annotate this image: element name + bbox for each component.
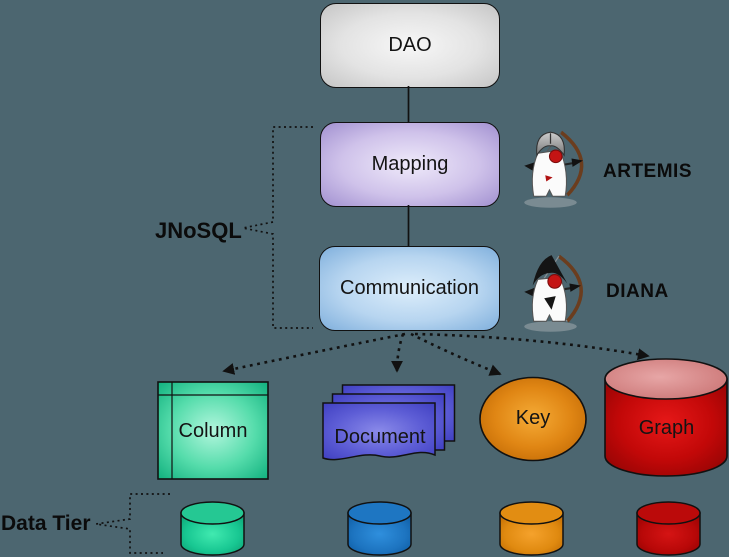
- communication-node: Communication: [319, 246, 500, 331]
- mapping-node: Mapping: [320, 122, 500, 207]
- column-table-shape: [157, 381, 269, 480]
- key-db-cylinder: [499, 501, 564, 556]
- document-db-cylinder: [347, 501, 412, 556]
- key-ellipse-shape: [479, 376, 587, 462]
- data-tier-bracket-label: Data Tier: [1, 512, 91, 535]
- jnosql-brace: [242, 126, 313, 329]
- document-stack-shape: [322, 384, 456, 461]
- edge-communication-graph: [414, 332, 650, 361]
- artemis-label: ARTEMIS: [603, 161, 692, 182]
- data-tier-brace: [95, 493, 170, 554]
- jnosql-bracket-label: JNoSQL: [155, 218, 242, 243]
- edge-communication-column: [222, 332, 406, 375]
- diana-duke-archer-icon: [524, 254, 583, 332]
- mapping-node-label: Mapping: [371, 153, 449, 175]
- communication-node-label: Communication: [340, 277, 479, 299]
- edge-communication-key: [410, 332, 502, 376]
- dao-node: DAO: [320, 3, 500, 88]
- column-db-cylinder: [180, 501, 245, 556]
- graph-cylinder-shape: [604, 358, 728, 477]
- dao-node-label: DAO: [388, 34, 432, 56]
- diana-label: DIANA: [606, 281, 669, 302]
- edge-communication-document: [391, 333, 405, 373]
- artemis-duke-archer-icon: [524, 130, 584, 208]
- graph-db-cylinder: [636, 501, 701, 556]
